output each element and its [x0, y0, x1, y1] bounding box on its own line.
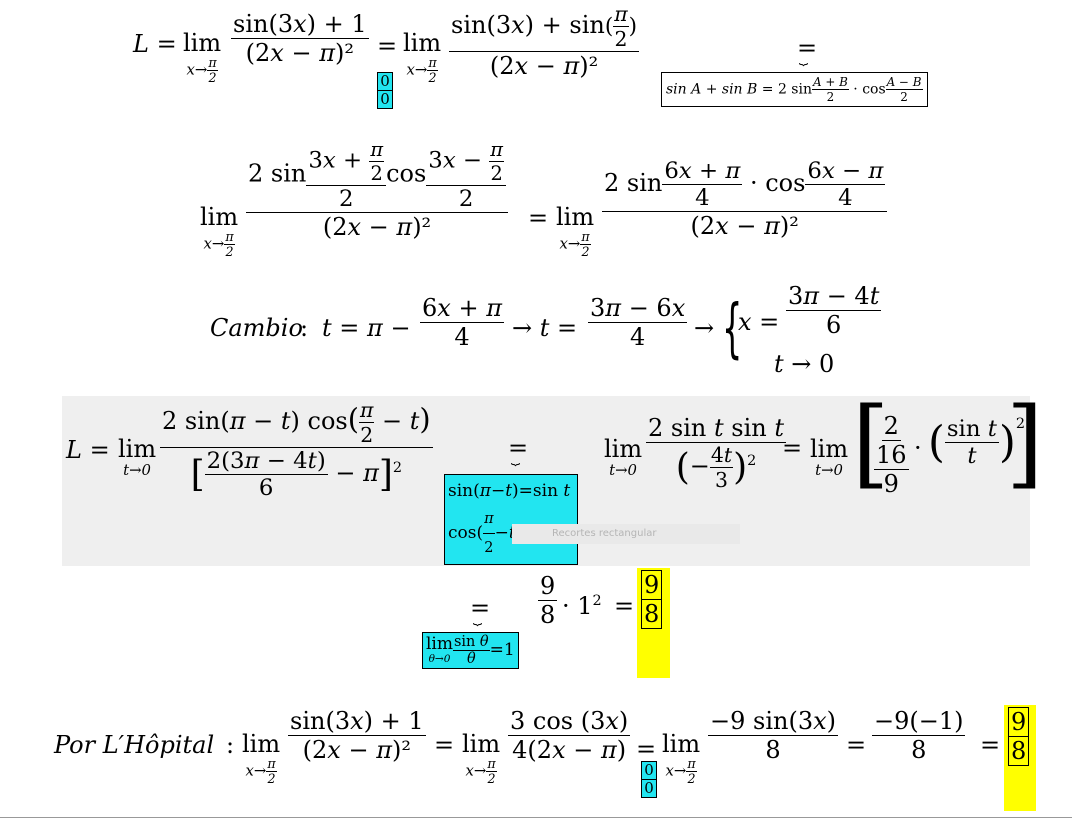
equals-sign: = [782, 434, 803, 462]
right-bracket: ] [1006, 387, 1044, 499]
arrow: → t = [512, 314, 578, 342]
equals-sign: = [377, 32, 398, 60]
equals-sign: = [614, 592, 635, 620]
t-limit: t → 0 [774, 350, 835, 378]
screenshot-tool-watermark: Recortes rectangular [512, 524, 740, 544]
lhs-L: L = [133, 30, 177, 58]
page-bottom-edge [0, 817, 1072, 818]
colon: : [300, 314, 309, 342]
fraction-1: sin(3x) + 1 (2x − π)² [231, 10, 369, 67]
fraction-1: sin(3x) + 1(2x − π)² [288, 707, 426, 764]
brace-mark: ⏟ [473, 608, 483, 626]
fraction-3: −9 sin(3x)8 [708, 707, 839, 764]
equals-sign: = [636, 735, 657, 763]
colon: : [226, 731, 235, 759]
dot-operator: · [914, 434, 922, 462]
equals-sign: = [797, 34, 818, 62]
brace-mark: ⏟ [799, 48, 809, 66]
lhs-L: L = [66, 436, 110, 464]
equals-sign: = [434, 731, 455, 759]
left-bracket: [ [852, 387, 890, 499]
equals-sign: = [980, 731, 1001, 759]
fraction-4: −9(−1)8 [872, 707, 966, 764]
times-one-squared: · 12 [562, 592, 602, 620]
equals-sign: = [470, 594, 491, 622]
x-expression: x = [738, 308, 780, 336]
equals-sign: = [846, 731, 867, 759]
brace-mark: ⏟ [511, 448, 521, 466]
arrow: → [694, 314, 715, 342]
fraction-2: 3 cos (3x)4(2x − π) [508, 707, 631, 764]
equals-sign: = [508, 434, 529, 462]
left-brace: { [722, 292, 743, 366]
hint-line-1: sin(π−t)=sin t [448, 481, 571, 501]
trig-identity-hint: sin(π−t)=sin t cos(π2−t)=sin t [444, 474, 578, 565]
substitution-label: Cambio [210, 314, 303, 342]
equals-sign: = [528, 204, 549, 232]
first-substitution-prefix: t = π − [322, 314, 411, 342]
lhopital-label: Por L′Hôpital [54, 731, 215, 759]
